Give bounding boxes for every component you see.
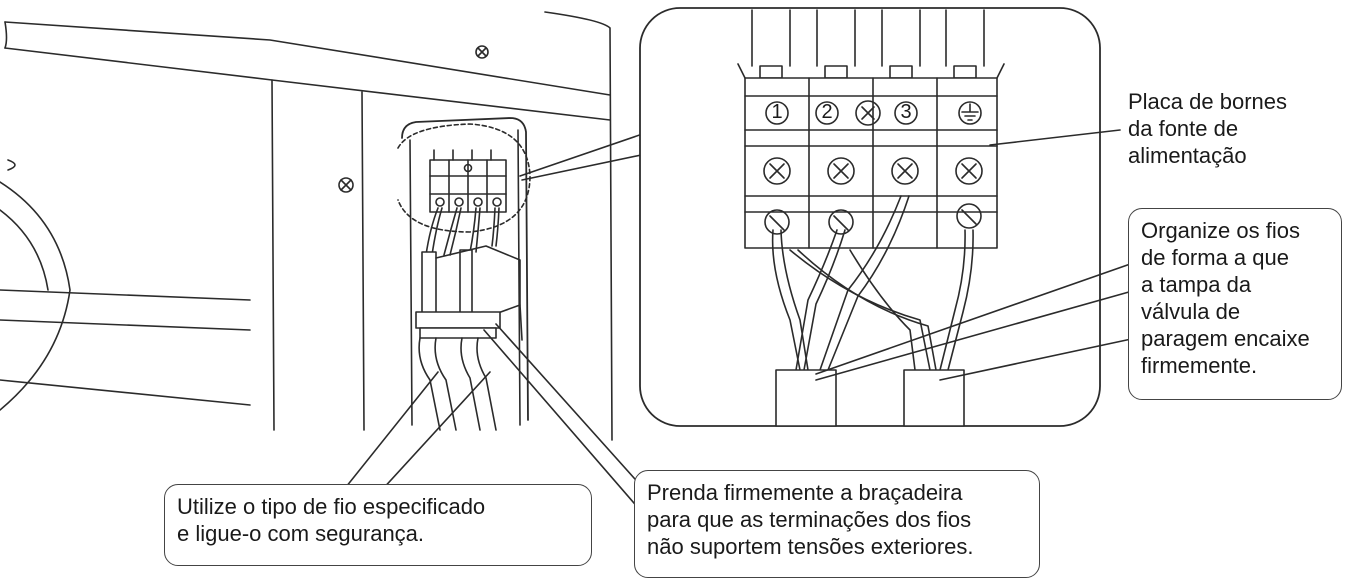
ground-icon [958, 101, 982, 125]
screw-icon [475, 45, 489, 59]
screw-icon [763, 157, 791, 185]
screw-icon [891, 157, 919, 185]
outdoor-unit [0, 11, 613, 441]
callout-line: paragem encaixe [1141, 326, 1310, 351]
callout-organize-wires: Organize os fios de forma a que a tampa … [1128, 208, 1342, 400]
screw-icon [338, 177, 354, 193]
terminal-screws [763, 157, 983, 235]
callout-line: para que as terminações dos fios [647, 507, 972, 532]
screw-icon [827, 157, 855, 185]
terminal-board [737, 63, 1005, 249]
callout-line: Prenda firmemente a braçadeira [647, 480, 963, 505]
callout-line: Utilize o tipo de fio especificado [177, 494, 486, 519]
callout-line: a tampa da [1141, 272, 1252, 297]
callout-line: alimentação [1128, 143, 1247, 168]
callout-line: e ligue-o com segurança. [177, 521, 425, 546]
terminal-numbers [765, 100, 982, 126]
terminal-number-1: 1 [771, 101, 783, 123]
detail-panel [639, 7, 1101, 427]
screw-icon [855, 100, 881, 126]
callout-line: válvula de [1141, 299, 1241, 324]
callout-line: Placa de bornes [1128, 89, 1287, 114]
screw-icon [955, 157, 983, 185]
callout-line: firmemente. [1141, 353, 1258, 378]
leader-lines [341, 129, 1137, 511]
callout-line: não suportem tensões exteriores. [647, 534, 974, 559]
terminal-number-2: 2 [821, 101, 833, 123]
terminal-number-3: 3 [900, 101, 912, 123]
terminal-block-small [397, 123, 531, 431]
callout-clamp: Prenda firmemente a braçadeira para que … [634, 470, 1040, 578]
detail-wires [771, 195, 974, 371]
cable-jackets [775, 369, 965, 427]
callout-line: Organize os fios [1141, 218, 1300, 243]
callout-line: de forma a que [1141, 245, 1289, 270]
callout-wire-type: Utilize o tipo de fio especificado e lig… [164, 484, 592, 566]
callout-terminal-board: Placa de bornes da fonte de alimentação [1128, 88, 1287, 169]
callout-line: da fonte de [1128, 116, 1239, 141]
